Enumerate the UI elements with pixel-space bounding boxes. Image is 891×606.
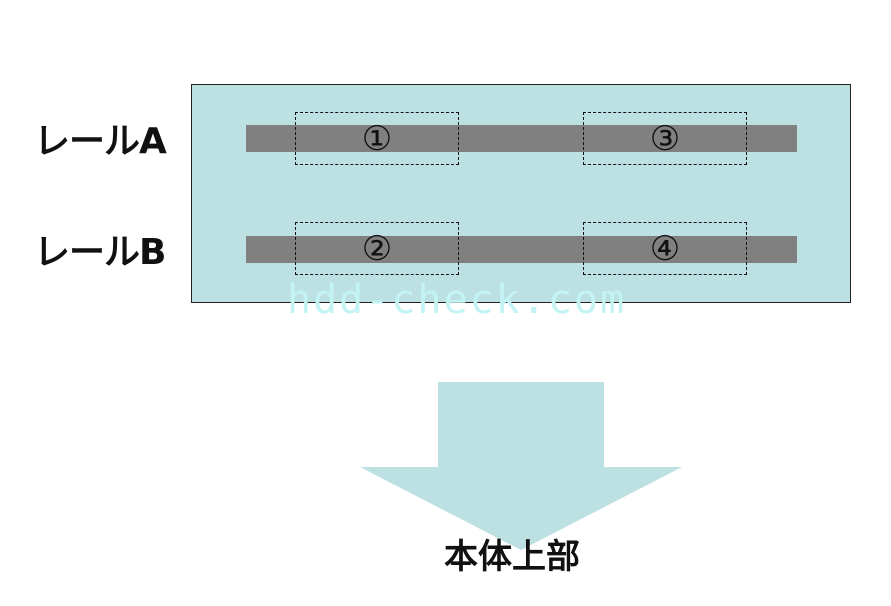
down-arrow-shape [360,382,682,550]
rail-a-bar [246,125,797,152]
body-top-label: 本体上部 [444,537,580,577]
slot-4-number: ④ [649,228,681,269]
watermark: hdd-check.com [287,277,627,323]
rail-a-label: レールA [34,121,167,162]
slot-2-number: ② [361,228,393,269]
slot-1: ① [295,112,459,165]
slot-3-number: ③ [649,118,681,159]
slot-1-number: ① [361,118,393,159]
slot-2: ② [295,222,459,275]
rail-b-bar [246,236,797,263]
down-arrow-icon [360,382,682,550]
rail-b-label: レールB [34,232,166,273]
slot-4: ④ [583,222,747,275]
drive-bay-board [191,84,851,303]
slot-3: ③ [583,112,747,165]
